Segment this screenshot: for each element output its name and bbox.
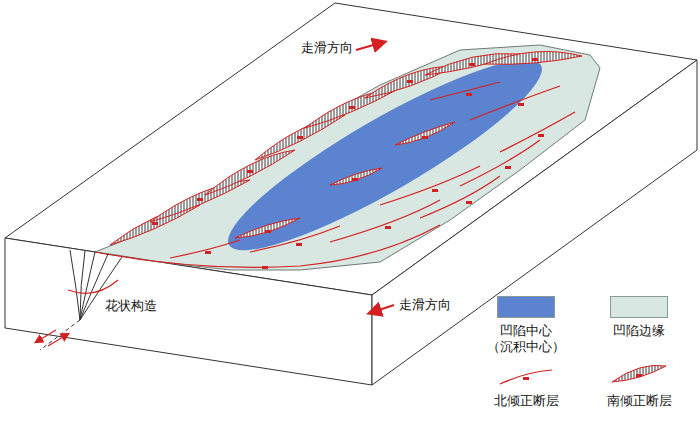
legend-text: 北倾正断层 xyxy=(494,393,559,409)
legend-text: 凹陷中心 （沉积中心） xyxy=(483,323,569,355)
structure-label: 花状构造 xyxy=(104,298,158,314)
legend-text: 凹陷边缘 xyxy=(613,323,665,339)
legend-swatch xyxy=(497,296,555,318)
legend-swatch xyxy=(610,296,668,318)
strike-slip-label: 走滑方向 xyxy=(398,297,452,313)
legend-text: 南倾正断层 xyxy=(607,393,672,409)
strike-slip-label: 走滑方向 xyxy=(300,40,354,56)
